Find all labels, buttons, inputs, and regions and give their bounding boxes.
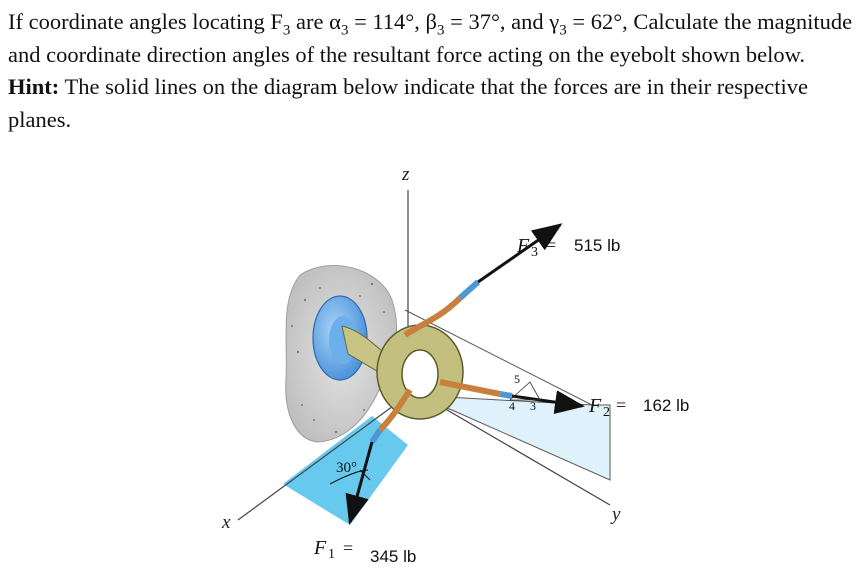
gamma-value: = 62°, Calculate the magnitude and coord… [8, 9, 853, 67]
angle-label: 30° [336, 460, 357, 476]
axis-z-label: z [401, 164, 410, 185]
y-axis [429, 399, 611, 506]
f1-arrow [345, 441, 374, 525]
f1-sub: 1 [328, 547, 335, 562]
x-axis [237, 394, 409, 521]
f2-value: 162 lb [643, 396, 689, 415]
f3-value: 515 lb [574, 236, 620, 255]
hint-label: Hint: [8, 74, 60, 99]
f3-arrow [477, 223, 563, 284]
f1-value: 345 lb [370, 547, 416, 566]
f1-equals: = [343, 538, 353, 558]
rope-f2 [439, 379, 501, 397]
f2-sub: 2 [603, 405, 610, 420]
f3-symbol: F [516, 235, 530, 257]
axis-y-label: y [610, 504, 621, 525]
rope-f1 [377, 388, 413, 433]
beta-value: = 37°, and γ [444, 9, 560, 34]
intro-text: If coordinate angles locating F [8, 9, 283, 34]
f2-symbol: F [588, 395, 602, 417]
problem-statement: If coordinate angles locating F3 are α3 … [8, 6, 858, 136]
axis-x-label: x [221, 512, 231, 533]
angle-arc [329, 469, 369, 485]
eyebolt-figure: z x y F 3 = 515 lb F 2 = 162 lb F 1 = 34… [221, 164, 689, 566]
f3-equals: = [546, 235, 556, 255]
hint-text: The solid lines on the diagram below ind… [8, 74, 808, 132]
alpha-text: are α [290, 9, 341, 34]
wall-speckles [291, 282, 385, 434]
tri-4-label: 4 [509, 399, 515, 413]
tri-3-label: 3 [530, 399, 536, 413]
sub-3-b: 3 [340, 22, 349, 39]
sub-3-d: 3 [559, 22, 567, 39]
tri-5-label: 5 [514, 372, 520, 386]
rope-f3 [403, 295, 463, 338]
slope-triangle [508, 381, 541, 401]
f2-arrow [511, 390, 585, 415]
sub-3-a: 3 [282, 22, 291, 39]
alpha-value: = 114°, β [348, 9, 437, 34]
f3-sub: 3 [531, 245, 538, 260]
f2-equals: = [616, 395, 626, 415]
sub-3-c: 3 [437, 22, 445, 39]
f1-plane [283, 416, 408, 525]
f1-symbol: F [313, 537, 327, 559]
